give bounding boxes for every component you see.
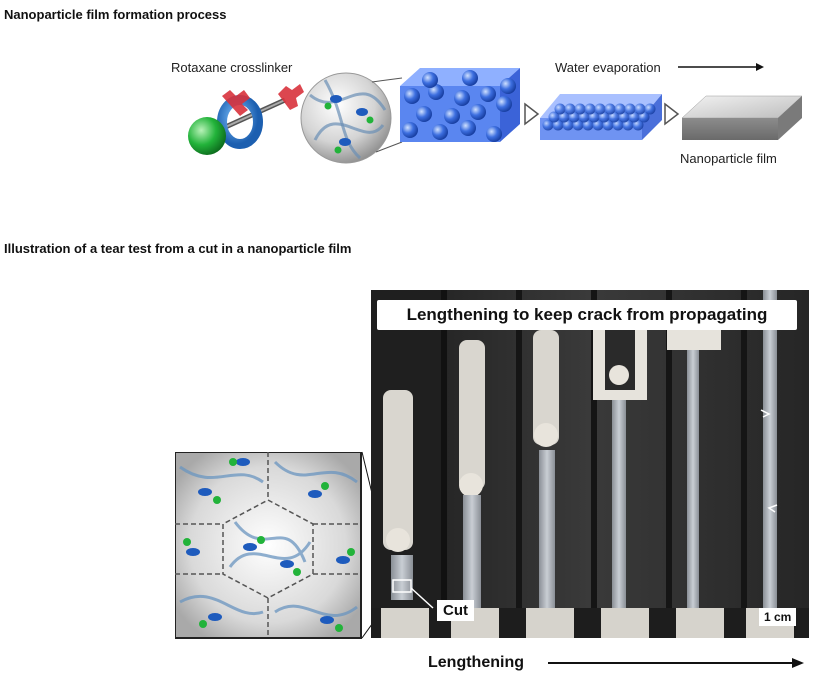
tear-test-photo: Lengthening to keep crack from propagati…: [371, 290, 809, 638]
particle-dispersion-block-icon: [400, 68, 520, 142]
evaporation-label: Water evaporation: [555, 60, 661, 75]
particle-sphere-icon: [604, 103, 616, 115]
packed-particles-layer-icon: [540, 94, 662, 140]
particle-sphere-icon: [470, 104, 486, 120]
step-arrow-icon: [524, 102, 540, 126]
particle-sphere-icon: [644, 103, 656, 115]
particle-sphere-icon: [486, 126, 502, 142]
particle-sphere-icon: [428, 84, 444, 100]
cut-marker: [392, 579, 412, 593]
rotaxane-crosslinker-icon: [188, 84, 304, 155]
particle-sphere-icon: [624, 103, 636, 115]
particle-sphere-icon: [594, 103, 606, 115]
particle-sphere-icon: [480, 86, 496, 102]
network-inset: [175, 452, 362, 639]
scale-bar: 1 cm: [759, 608, 797, 626]
particle-sphere-icon: [462, 70, 478, 86]
nanoparticle-film-icon: [681, 95, 803, 140]
particle-sphere-icon: [574, 103, 586, 115]
particle-sphere-icon: [500, 78, 516, 94]
formation-heading: Nanoparticle film formation process: [4, 7, 227, 22]
film-label: Nanoparticle film: [680, 151, 777, 166]
particle-sphere-icon: [548, 111, 560, 123]
crosslinker-label: Rotaxane crosslinker: [171, 60, 293, 75]
nanoparticle-bubble-icon: [300, 72, 392, 164]
cut-label: Cut: [437, 600, 474, 621]
particle-sphere-icon: [404, 88, 420, 104]
particle-sphere-icon: [460, 120, 476, 136]
particle-sphere-icon: [614, 103, 626, 115]
particle-sphere-icon: [416, 106, 432, 122]
particle-sphere-icon: [496, 96, 512, 112]
step-arrow-icon: [664, 102, 680, 126]
lengthening-arrow-icon: [548, 658, 804, 668]
formation-diagram: [188, 63, 803, 164]
lengthening-label: Lengthening: [428, 654, 524, 671]
particle-sphere-icon: [542, 119, 554, 131]
particle-sphere-icon: [564, 103, 576, 115]
particle-sphere-icon: [454, 90, 470, 106]
particle-sphere-icon: [584, 103, 596, 115]
particle-sphere-icon: [422, 72, 438, 88]
particle-sphere-icon: [444, 108, 460, 124]
photo-title: Lengthening to keep crack from propagati…: [377, 300, 797, 330]
particle-sphere-icon: [432, 124, 448, 140]
tear-test-specimens: [371, 290, 809, 638]
tear-test-heading: Illustration of a tear test from a cut i…: [4, 241, 352, 256]
particle-sphere-icon: [634, 103, 646, 115]
evaporation-arrow-icon: [678, 63, 764, 71]
particle-sphere-icon: [402, 122, 418, 138]
scale-label: 1 cm: [764, 610, 792, 624]
particle-sphere-icon: [554, 103, 566, 115]
